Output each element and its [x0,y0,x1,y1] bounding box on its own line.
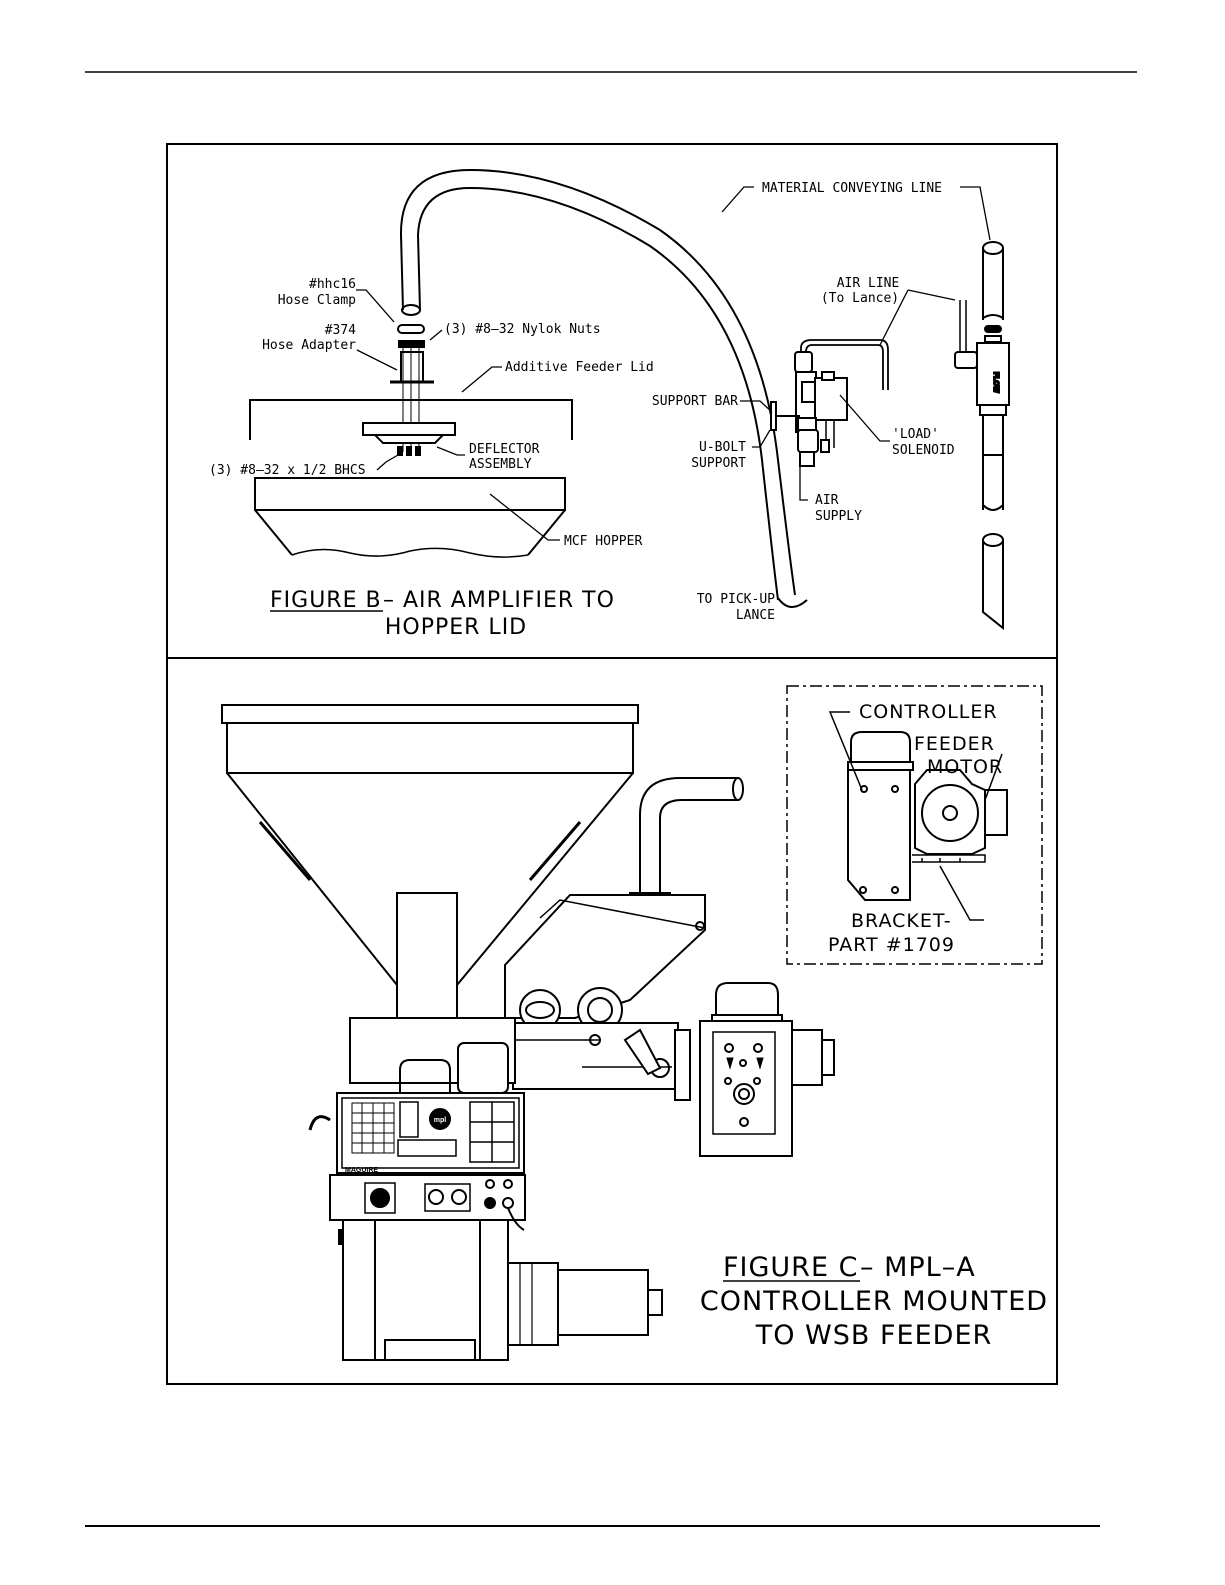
feeder-lid [249,399,573,456]
mcf-feeder-chute [504,777,744,1033]
figure-b-caption-rest: – AIR AMPLIFIER TO [383,588,615,613]
figure-c-caption-rest: – MPL–A [860,1252,976,1283]
air-supply-label-2: SUPPLY [815,509,862,524]
hose-clamp-part-label: #hhc16 [309,277,356,292]
mpl-a-controller [699,982,835,1157]
inset-drawing [847,731,1008,901]
figure-c-caption-line2: CONTROLLER MOUNTED [700,1286,1048,1317]
inset-part-label: PART #1709 [828,934,955,956]
load-solenoid-label-2: SOLENOID [892,443,955,458]
air-amplifier-assembly [770,339,889,467]
material-line-label: MATERIAL CONVEYING LINE [762,181,942,196]
inset-feeder-label: FEEDER [914,733,995,755]
mpl-logo: mpl [434,1117,447,1124]
figure-frame [166,143,1058,1385]
hose-clamp-label: Hose Clamp [278,293,356,308]
inset-bracket-label: BRACKET- [851,910,952,932]
figure-b-caption-title: FIGURE B [270,588,382,613]
air-line-label-2: (To Lance) [821,291,899,306]
svg-text:FLOW: FLOW [992,372,999,393]
controller-inset: CONTROLLER FEEDER MOTOR BRACKET- PART #1… [786,685,1043,965]
support-bar-label: SUPPORT BAR [652,394,738,409]
figure-c-caption-title: FIGURE C [723,1252,858,1283]
control-cabinet: mpl MAGUIRE [308,1017,663,1361]
bhcs-label: (3) #8–32 x 1/2 BHCS [209,463,366,478]
conveying-line-section: FLOW [954,241,1010,631]
maguire-brand: MAGUIRE [345,1167,378,1174]
figure-b-caption-line2: HOPPER LID [385,615,527,640]
deflector-label-2: ASSEMBLY [469,457,532,472]
key-grid [469,1101,515,1163]
nylok-nuts-label: (3) #8–32 Nylok Nuts [444,322,601,337]
figure-c-caption-line3: TO WSB FEEDER [755,1320,993,1351]
hose-adapter-label: Hose Adapter [262,338,356,353]
figure-b: FLOW [249,168,1010,631]
load-solenoid-label-1: 'LOAD' [892,427,939,442]
u-bolt-label-1: U-BOLT [699,440,746,455]
inset-leaders [828,711,1003,921]
deflector-label-1: DEFLECTOR [469,442,540,457]
u-bolt-label-2: SUPPORT [691,456,746,471]
inset-frame [786,685,1043,965]
hose-adapter-part-label: #374 [325,323,356,338]
pickup-label-2: LANCE [736,608,775,623]
hose-clamp-part [397,324,425,334]
mcf-hopper-label: MCF HOPPER [564,534,642,549]
wsb-hopper [221,704,639,1019]
conveying-hose [399,168,808,608]
inset-controller-label: CONTROLLER [859,701,998,723]
gate-linkage [512,1022,691,1101]
feeder-lid-label: Additive Feeder Lid [505,360,654,375]
air-line-label-1: AIR LINE [837,276,900,291]
figure-b-labels: #hhc16 Hose Clamp (3) #8–32 Nylok Nuts #… [209,181,955,640]
inset-motor-label: MOTOR [927,756,1003,778]
pickup-label-1: TO PICK-UP [697,592,775,607]
keypad [351,1102,395,1154]
leader-lines [356,186,991,541]
figure-c-caption: FIGURE C – MPL–A CONTROLLER MOUNTED TO W… [700,1252,1048,1351]
figure-c-feeder-illustration: mpl MAGUIRE [221,704,835,1361]
mcf-hopper [254,477,566,558]
air-supply-label-1: AIR [815,493,839,508]
